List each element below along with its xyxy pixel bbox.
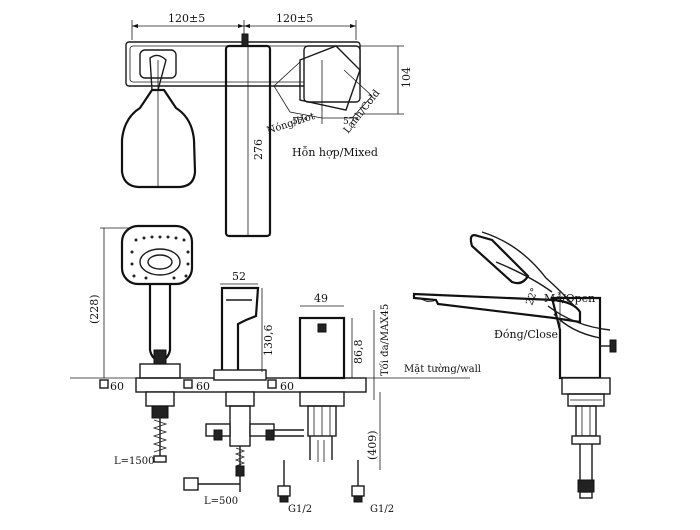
angle-cold: 57° <box>343 117 359 127</box>
label-lever-angle: 22° <box>524 287 540 307</box>
dim-spout-length: 276 <box>252 139 265 160</box>
label-hose-length: L=1500 <box>114 456 154 467</box>
angle-hot: 57° <box>292 117 308 127</box>
dim-deck-max: Tối đa/MAX45 <box>380 304 391 376</box>
label-hot: Nóng/Hot <box>266 111 317 137</box>
dim-top-left: 120±5 <box>168 12 205 25</box>
dim-spout-height: 130,6 <box>262 325 275 357</box>
label-open: Mở/Open <box>544 292 595 305</box>
dim-spout-width: 52 <box>232 270 246 283</box>
label-thread-right: G1/2 <box>370 504 394 515</box>
label-wall: Mặt tường/wall <box>404 364 481 375</box>
dim-base-right: 60 <box>280 380 294 393</box>
label-thread-left: G1/2 <box>288 504 312 515</box>
dim-lever-height: 104 <box>400 67 413 88</box>
label-connector-length: L=500 <box>204 496 238 507</box>
dim-valve-width: 49 <box>314 292 328 305</box>
side-view: 22° Mở/Open Đóng/Close <box>412 231 617 499</box>
dim-handshower-height: (228) <box>88 294 101 324</box>
label-close: Đóng/Close <box>494 328 558 341</box>
dim-below-deck: (409) <box>366 430 379 460</box>
dim-top-right: 120±5 <box>276 12 313 25</box>
top-view: 120±5 120±5 57° 57° Nóng/Hot Lạnh/Cold H… <box>120 12 413 238</box>
dim-base-mid: 60 <box>196 380 210 393</box>
dim-valve-height: 86,8 <box>352 340 365 365</box>
dim-base-left: 60 <box>110 380 124 393</box>
label-mixed: Hỗn hợp/Mixed <box>292 146 378 159</box>
front-view: Mặt tường/wall (228) 60 60 60 52 <box>70 224 481 515</box>
